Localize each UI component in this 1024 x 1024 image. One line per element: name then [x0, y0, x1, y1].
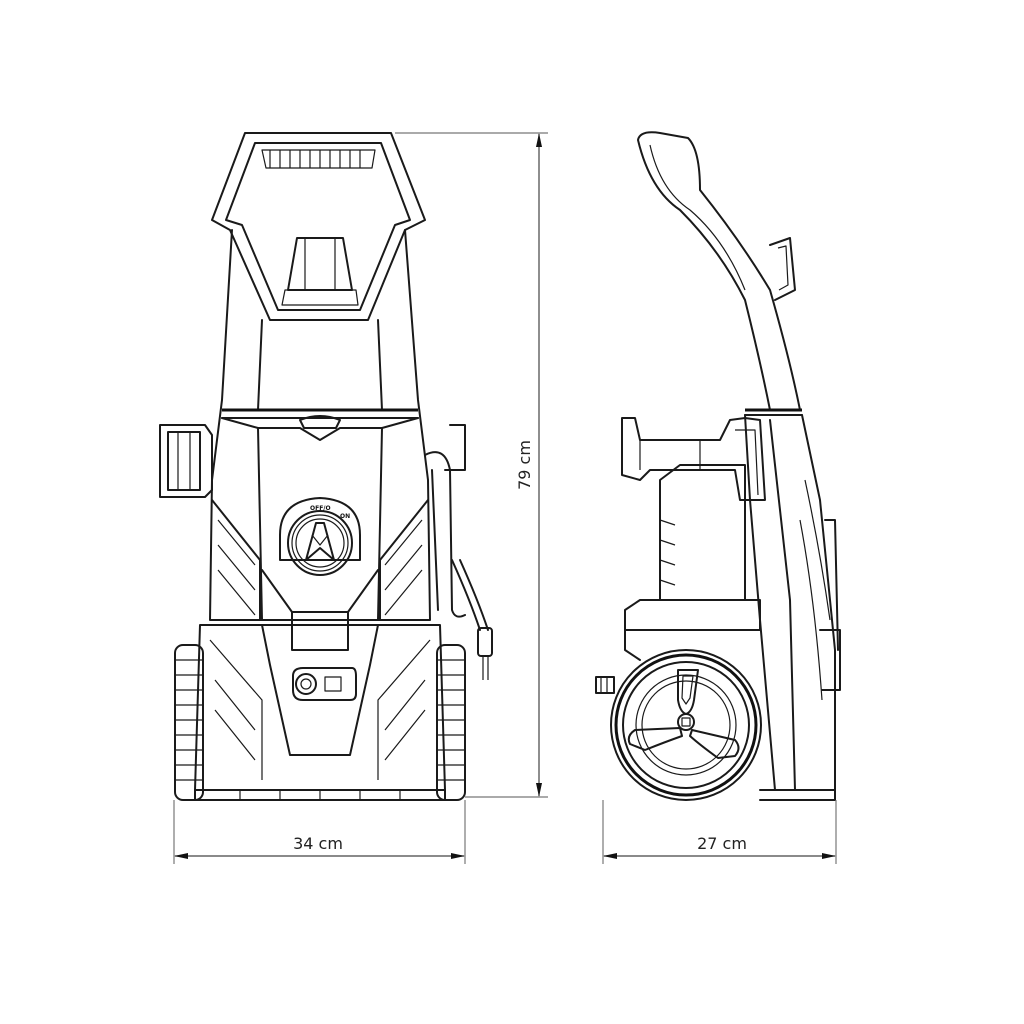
front-nozzle-holder [159, 424, 213, 498]
dimension-width: 34 cm [173, 800, 466, 864]
front-outlet [292, 667, 357, 701]
side-handle [637, 131, 801, 411]
width-label: 34 cm [293, 834, 343, 853]
dimension-depth: 27 cm [602, 800, 837, 864]
side-view [595, 131, 841, 801]
power-switch-dial: OFF/O ON [279, 497, 361, 576]
switch-on-label: ON [340, 513, 350, 520]
switch-off-label: OFF/O [310, 505, 331, 512]
front-handle [211, 132, 426, 321]
height-label: 79 cm [515, 440, 534, 490]
front-wheels [174, 644, 466, 801]
side-wheel [610, 649, 762, 801]
front-view: OFF/O ON [159, 132, 493, 801]
dimension-height: 79 cm [395, 132, 548, 798]
depth-label: 27 cm [697, 834, 747, 853]
front-body [194, 229, 446, 801]
side-body [595, 408, 841, 801]
front-power-cord [424, 424, 493, 680]
